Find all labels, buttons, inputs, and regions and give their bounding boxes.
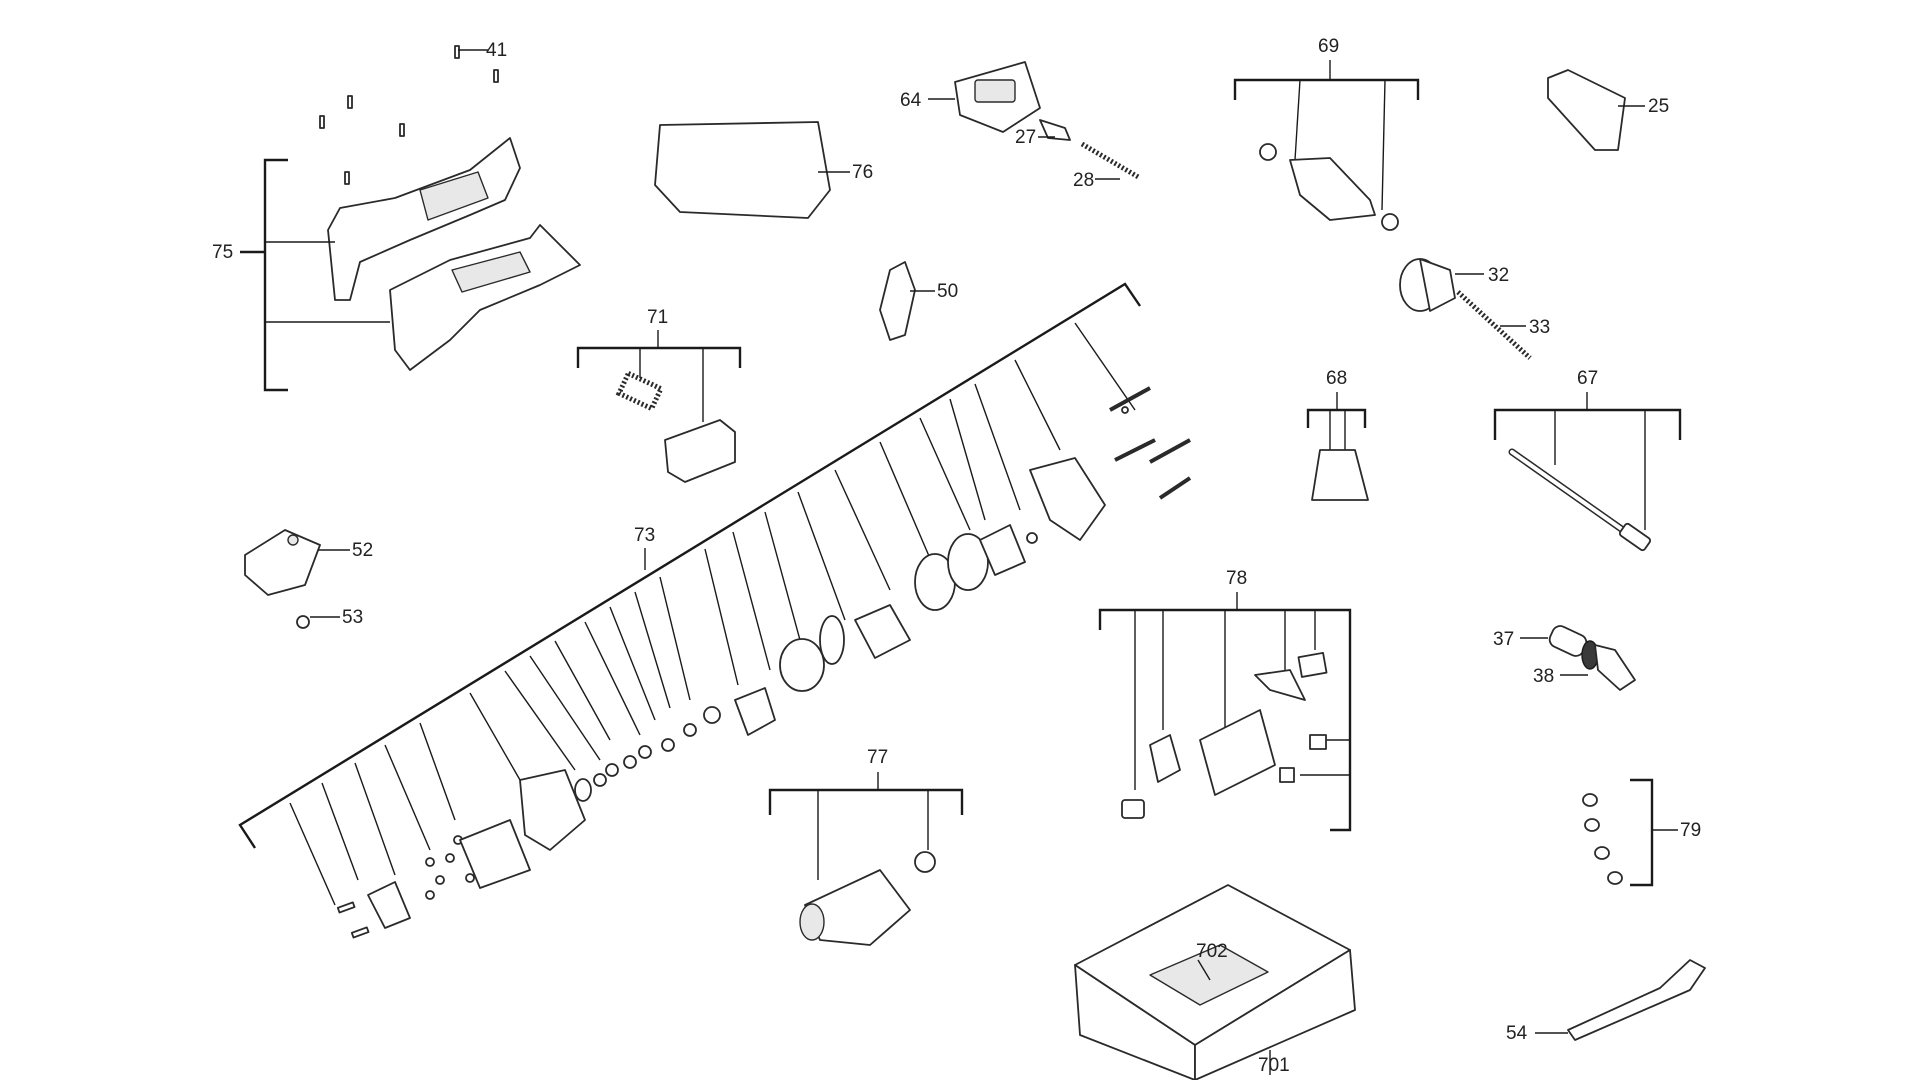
part-75-housing: 75 <box>212 137 581 392</box>
label-54: 54 <box>1506 1023 1528 1044</box>
label-41: 41 <box>486 40 507 61</box>
part-52-53: 52 53 <box>244 529 373 629</box>
part-41-screws: 41 <box>319 40 507 185</box>
part-73-gearbox: 73 <box>238 282 1192 939</box>
label-77: 77 <box>867 747 888 768</box>
label-37: 37 <box>1493 629 1514 650</box>
label-38: 38 <box>1533 666 1554 687</box>
part-71-switch: 71 <box>576 307 742 483</box>
part-68-collet: 68 <box>1306 368 1369 501</box>
label-28: 28 <box>1073 170 1094 191</box>
part-25-guide: 25 <box>1547 69 1669 151</box>
label-33: 33 <box>1529 317 1550 338</box>
label-702: 702 <box>1196 941 1228 962</box>
part-67-rod: 67 <box>1493 368 1682 552</box>
label-71: 71 <box>647 307 668 328</box>
part-78-electronics: 78 <box>1098 568 1352 832</box>
label-79: 79 <box>1680 820 1701 841</box>
label-75: 75 <box>212 242 233 263</box>
part-37-38: 37 38 <box>1493 625 1636 691</box>
label-68: 68 <box>1326 368 1347 389</box>
part-32-33: 32 33 <box>1399 258 1550 360</box>
label-53: 53 <box>342 607 363 628</box>
label-76: 76 <box>852 162 873 183</box>
label-69: 69 <box>1318 36 1339 57</box>
label-67: 67 <box>1577 368 1598 389</box>
part-701-702-case: 702 701 <box>1074 884 1356 1080</box>
part-77-motor: 77 <box>768 747 964 946</box>
label-78: 78 <box>1226 568 1247 589</box>
part-76-label-plate: 76 <box>654 121 873 219</box>
part-64-27-28: 64 27 28 <box>900 61 1142 191</box>
label-25: 25 <box>1648 96 1669 117</box>
part-50-trigger: 50 <box>879 261 958 341</box>
label-50: 50 <box>937 281 958 302</box>
label-32: 32 <box>1488 265 1509 286</box>
label-27: 27 <box>1015 127 1036 148</box>
part-69-clamp: 69 <box>1233 36 1420 231</box>
label-52: 52 <box>352 540 373 561</box>
label-701: 701 <box>1258 1055 1290 1076</box>
label-73: 73 <box>634 525 655 546</box>
part-54-wrench: 54 <box>1506 959 1706 1044</box>
part-79-screws: 79 <box>1582 778 1701 887</box>
label-64: 64 <box>900 90 922 111</box>
